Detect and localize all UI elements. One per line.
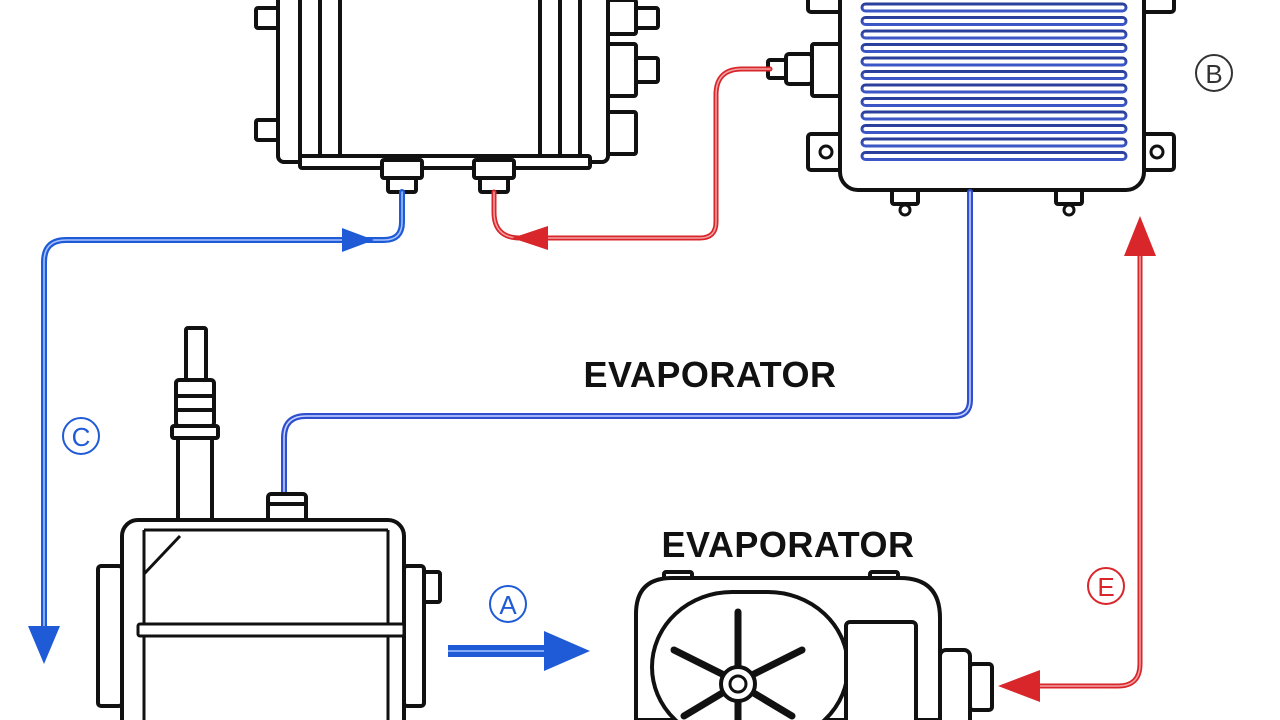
marker-a-text: A <box>499 590 517 620</box>
condenser-fin <box>860 83 1128 94</box>
condenser-fin <box>860 16 1128 26</box>
condenser-fin <box>860 110 1128 121</box>
marker-e-text: E <box>1097 572 1114 602</box>
evaporator-label-upper: EVAPORATOR <box>583 354 836 395</box>
condenser-fin <box>860 70 1128 80</box>
evaporator-label-lower: EVAPORATOR <box>661 524 914 565</box>
condenser-fin <box>860 43 1128 53</box>
condenser-fin <box>860 29 1128 40</box>
fan-icon <box>670 608 806 720</box>
condenser-fin <box>860 137 1128 148</box>
marker-c-text: C <box>72 422 91 452</box>
red-line-upper <box>491 66 773 250</box>
marker-e: E <box>1087 567 1125 605</box>
condenser-fin <box>860 151 1128 161</box>
condenser-unit <box>766 0 1176 217</box>
marker-a: A <box>489 585 527 623</box>
condenser-fin <box>860 56 1128 67</box>
compressor-unit <box>96 326 442 720</box>
red-line-right <box>998 216 1156 702</box>
marker-b: B <box>1195 54 1233 92</box>
condenser-fin <box>860 97 1128 107</box>
condenser-fin <box>860 2 1128 13</box>
flow-arrow-a <box>448 631 590 671</box>
marker-b-text: B <box>1205 59 1222 89</box>
top-left-unit <box>254 0 660 194</box>
marker-c: C <box>62 417 100 455</box>
blue-line-middle <box>281 189 973 499</box>
blue-line-left <box>28 189 405 664</box>
condenser-fins <box>860 2 1128 161</box>
evaporator-unit <box>634 570 994 720</box>
condenser-fin <box>860 124 1128 134</box>
